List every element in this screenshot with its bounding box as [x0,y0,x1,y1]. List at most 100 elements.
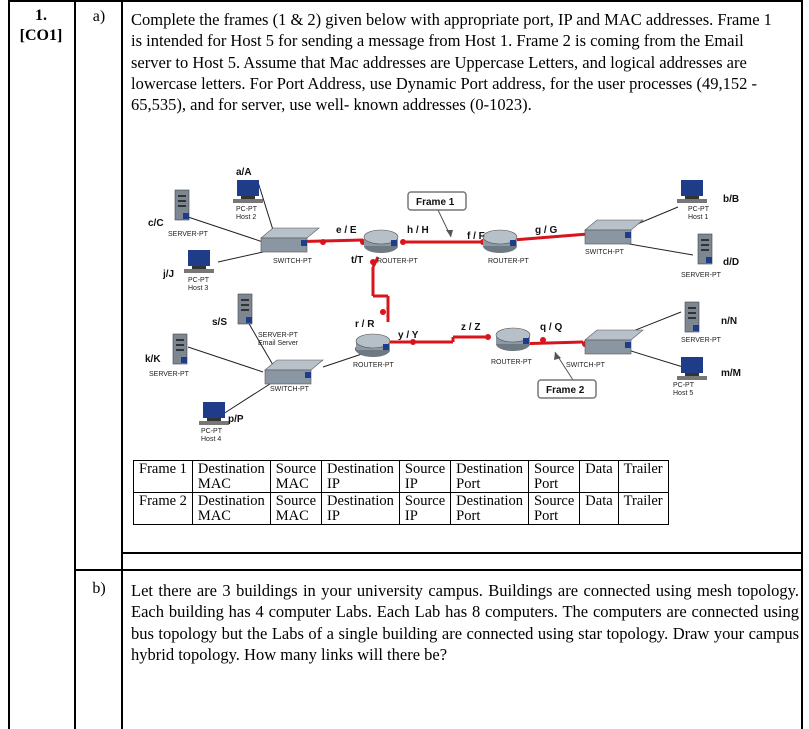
frame-1-callout: Frame 1 [407,191,467,238]
host-2-label: a/A [236,167,252,178]
server-d: d/D SERVER-PT [681,233,739,279]
switch-1-type: SWITCH-PT [273,258,313,265]
interface-dots [320,231,591,352]
host-3-name: Host 3 [188,285,208,292]
router-3-type: ROUTER-PT [353,362,395,369]
host-3: j/J PC-PT Host 3 [162,250,214,292]
part-b-text: Let there are 3 buildings in your univer… [131,581,799,664]
router-2-label-f: f / F [467,231,485,242]
data-cell: Data [579,492,619,525]
router-1-label-h: h / H [407,225,429,236]
router-1-label-e: e / E [336,225,357,236]
course-outcome: [CO1] [19,27,63,44]
router-2-type: ROUTER-PT [488,258,530,265]
part-b-label: b) [92,580,106,597]
server-n: n/N SERVER-PT [681,301,737,344]
border-col-2 [121,0,123,729]
router-1-type: ROUTER-PT [377,258,419,265]
inner-divider [121,552,803,554]
server-c-type: SERVER-PT [168,231,209,238]
email-server-label: s/S [212,317,227,328]
switch-2: SWITCH-PT [584,219,644,256]
email-server-type: SERVER-PT [258,332,299,339]
switch-2-type: SWITCH-PT [585,249,625,256]
switch-3: SWITCH-PT [264,359,324,393]
host-4-type: PC-PT [201,428,223,435]
server-k-label: k/K [145,354,161,365]
router-1-label-t: t/T [351,255,363,266]
host-4-label: p/P [228,414,244,425]
host-5-label: m/M [721,368,741,379]
border-top [8,0,803,2]
data-cell: Data [579,460,619,493]
trailer-cell: Trailer [617,492,669,525]
frame-2-callout: Frame 2 [537,351,597,399]
trailer-cell: Trailer [617,460,669,493]
router-3-label-y: y / Y [398,330,419,341]
host-5: m/M PC-PT Host 5 [673,357,741,397]
router-4-label-q: q / Q [540,322,562,333]
router-3: r / R y / Y ROUTER-PT [353,319,419,369]
host-1: b/B PC-PT Host 1 [677,180,739,221]
router-4: z / Z q / Q ROUTER-PT [461,322,562,366]
server-k: k/K SERVER-PT [145,333,190,378]
email-server-name: Email Server [258,340,299,347]
host-5-type: PC-PT [673,382,695,389]
frame-2-callout-text: Frame 2 [546,385,585,396]
network-diagram: a/A PC-PT Host 2 c/C SERVER-PT j/J PC-PT… [145,167,741,443]
switch-1: SWITCH-PT [260,227,320,265]
row-divider [74,569,803,571]
part-a-label: a) [92,8,106,25]
question-number-text: 1. [35,7,47,24]
server-k-type: SERVER-PT [149,371,190,378]
router-3-label-r: r / R [355,319,375,330]
host-2: a/A PC-PT Host 2 [233,167,263,221]
host-4: p/P PC-PT Host 4 [199,402,244,443]
server-d-label: d/D [723,257,739,268]
router-2-label-g: g / G [535,225,557,236]
frame-cell: Frame 1 [133,460,193,493]
server-d-type: SERVER-PT [681,272,722,279]
host-1-name: Host 1 [688,214,708,221]
border-col-1 [74,0,76,729]
part-a-text: Complete the frames (1 & 2) given below … [131,10,772,115]
host-1-type: PC-PT [688,206,710,213]
server-c-label: c/C [148,218,164,229]
question-number: 1. [CO1] [8,6,74,46]
frame-cell: Frame 2 [133,492,193,525]
host-4-name: Host 4 [201,436,221,443]
host-5-name: Host 5 [673,390,693,397]
email-server: s/S SERVER-PT Email Server [212,293,299,347]
host-1-label: b/B [723,194,739,205]
switch-4: SWITCH-PT [566,329,644,369]
border-right [801,0,803,729]
router-4-label-z: z / Z [461,322,480,333]
server-n-type: SERVER-PT [681,337,722,344]
switch-4-type: SWITCH-PT [566,362,606,369]
router-2: f / F g / G ROUTER-PT [467,225,557,265]
border-left [8,0,10,729]
switch-3-type: SWITCH-PT [270,386,310,393]
host-2-type: PC-PT [236,206,258,213]
host-2-name: Host 2 [236,214,256,221]
server-n-label: n/N [721,316,737,327]
links [187,181,694,415]
frame-1-callout-text: Frame 1 [416,197,455,208]
router-1: e / E h / H t/T ROUTER-PT [336,225,429,266]
host-3-type: PC-PT [188,277,210,284]
host-3-label: j/J [162,269,174,280]
server-c: c/C SERVER-PT [148,189,209,238]
